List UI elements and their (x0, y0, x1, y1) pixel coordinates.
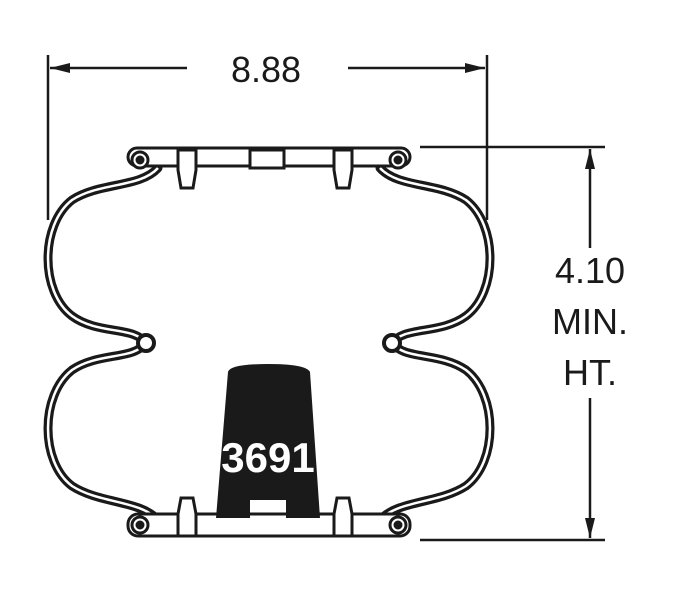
height-value: 4.10 (555, 250, 625, 291)
height-ht-label: HT. (563, 352, 617, 393)
girdle-ring-right (382, 333, 402, 353)
top-bead-plate (126, 146, 412, 190)
bottom-bead-plate (126, 496, 412, 538)
part-number: 3691 (221, 434, 314, 481)
girdle-ring-left (136, 333, 156, 353)
height-min-label: MIN. (552, 301, 628, 342)
width-label: 8.88 (231, 49, 301, 90)
width-dimension (46, 55, 489, 220)
bumper (216, 364, 320, 518)
height-dimension (420, 145, 605, 542)
